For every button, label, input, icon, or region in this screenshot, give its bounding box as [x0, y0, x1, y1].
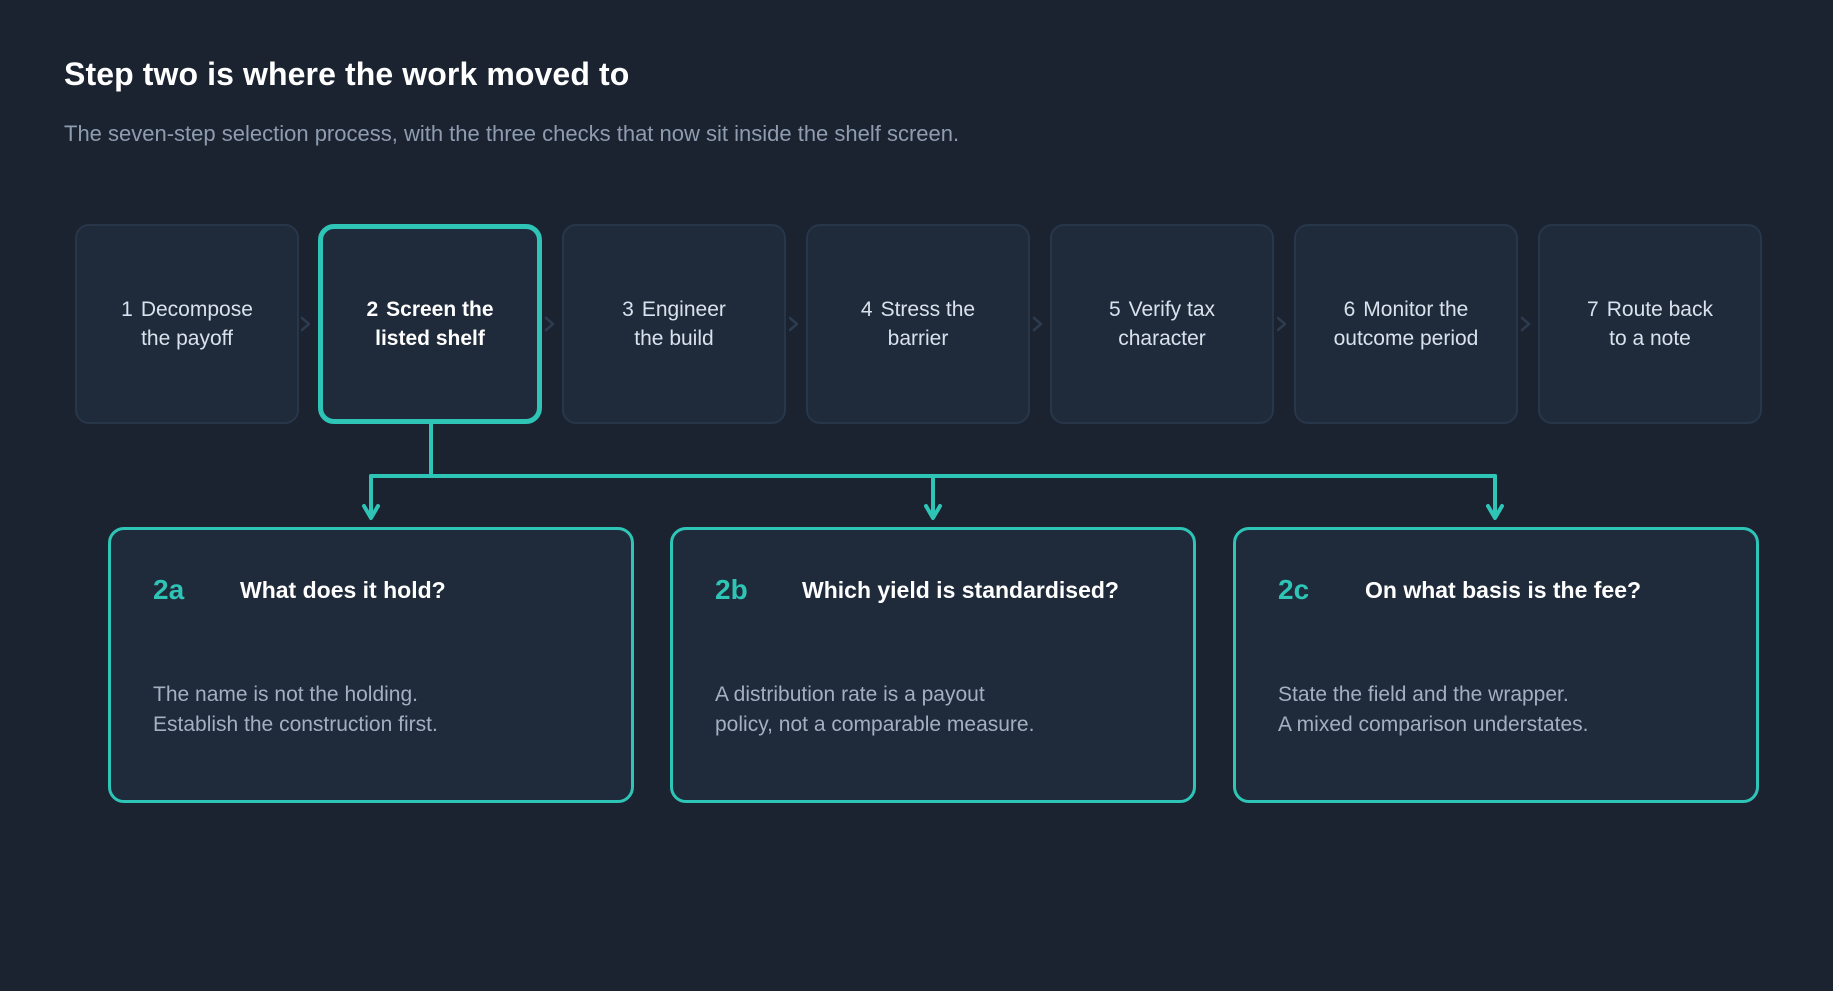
check-card-2c: 2c On what basis is the fee? State the f…: [1233, 527, 1759, 803]
arrow-down-icon: [1486, 504, 1504, 520]
step-6-text-line2: outcome period: [1333, 327, 1479, 350]
chevron-right-icon: [300, 316, 311, 332]
step-4-text-line1: Stress the: [880, 298, 976, 321]
check-id: 2c: [1278, 574, 1310, 605]
check-description-line2: policy, not a comparable measure.: [715, 713, 1035, 736]
chevron-right-icon: [1276, 316, 1287, 332]
step-7-text-line1: Route back: [1606, 298, 1713, 321]
check-description-line1: State the field and the wrapper.: [1278, 683, 1569, 706]
step-2-number: 2: [366, 298, 379, 321]
step-3-text-line2: the build: [634, 327, 714, 350]
step-4-card: 4 Stress the barrier: [806, 224, 1030, 424]
step-2-card: 2 Screen the listed shelf: [318, 224, 542, 424]
step-3-text-line1: Engineer: [641, 298, 726, 321]
arrow-down-icon: [924, 504, 942, 520]
check-description-line2: Establish the construction first.: [153, 713, 438, 736]
page-title: Step two is where the work moved to: [64, 56, 630, 92]
check-card-2a: 2a What does it hold? The name is not th…: [108, 527, 634, 803]
step-6-text-line1: Monitor the: [1363, 298, 1469, 321]
step-6-card: 6 Monitor the outcome period: [1294, 224, 1518, 424]
step-7-text-line2: to a note: [1609, 327, 1691, 350]
step-7-card: 7 Route back to a note: [1538, 224, 1762, 424]
step-3-number: 3: [622, 298, 634, 321]
step-1-label: 1 Decompose the payoff: [107, 295, 267, 353]
chevron-right-icon: [1032, 316, 1043, 332]
step-7-number: 7: [1587, 298, 1599, 321]
check-question: What does it hold?: [240, 577, 446, 603]
step-5-card: 5 Verify tax character: [1050, 224, 1274, 424]
check-card-2b: 2b Which yield is standardised? A distri…: [670, 527, 1196, 803]
step-4-number: 4: [860, 298, 873, 321]
chevron-right-icon: [544, 316, 555, 332]
step-5-label: 5 Verify tax character: [1095, 295, 1229, 353]
check-description: The name is not the holding. Establish t…: [153, 680, 438, 740]
step-4-text-line2: barrier: [887, 327, 949, 350]
step-2-label: 2 Screen the listed shelf: [352, 295, 507, 353]
arrow-down-icon: [362, 504, 380, 520]
check-description: State the field and the wrapper. A mixed…: [1278, 680, 1589, 740]
check-question: On what basis is the fee?: [1365, 577, 1642, 603]
check-description-line2: A mixed comparison understates.: [1278, 713, 1589, 736]
step-6-label: 6 Monitor the outcome period: [1320, 295, 1493, 353]
step-2-text-line2: listed shelf: [375, 327, 485, 350]
page-subtitle: The seven-step selection process, with t…: [64, 121, 960, 146]
step-3-label: 3 Engineer the build: [608, 295, 740, 353]
check-description: A distribution rate is a payout policy, …: [715, 680, 1034, 740]
step-5-text-line1: Verify tax: [1128, 298, 1216, 321]
check-description-line1: A distribution rate is a payout: [715, 683, 985, 706]
step-1-text-line2: the payoff: [141, 327, 233, 350]
step-4-label: 4 Stress the barrier: [847, 295, 989, 353]
step-1-text-line1: Decompose: [140, 298, 253, 321]
step-7-label: 7 Route back to a note: [1573, 295, 1727, 353]
check-description-line1: The name is not the holding.: [153, 683, 419, 706]
step-1-card: 1 Decompose the payoff: [75, 224, 299, 424]
step-5-text-line2: character: [1118, 327, 1206, 350]
step-1-number: 1: [121, 298, 133, 321]
chevron-right-icon: [1520, 316, 1531, 332]
step-5-number: 5: [1108, 298, 1121, 321]
step-6-number: 6: [1343, 298, 1356, 321]
check-id: 2b: [715, 574, 748, 605]
check-id: 2a: [153, 574, 185, 605]
step-2-text-line1: Screen the: [386, 298, 494, 321]
check-question: Which yield is standardised?: [802, 577, 1119, 603]
chevron-right-icon: [788, 316, 799, 332]
step-3-card: 3 Engineer the build: [562, 224, 786, 424]
